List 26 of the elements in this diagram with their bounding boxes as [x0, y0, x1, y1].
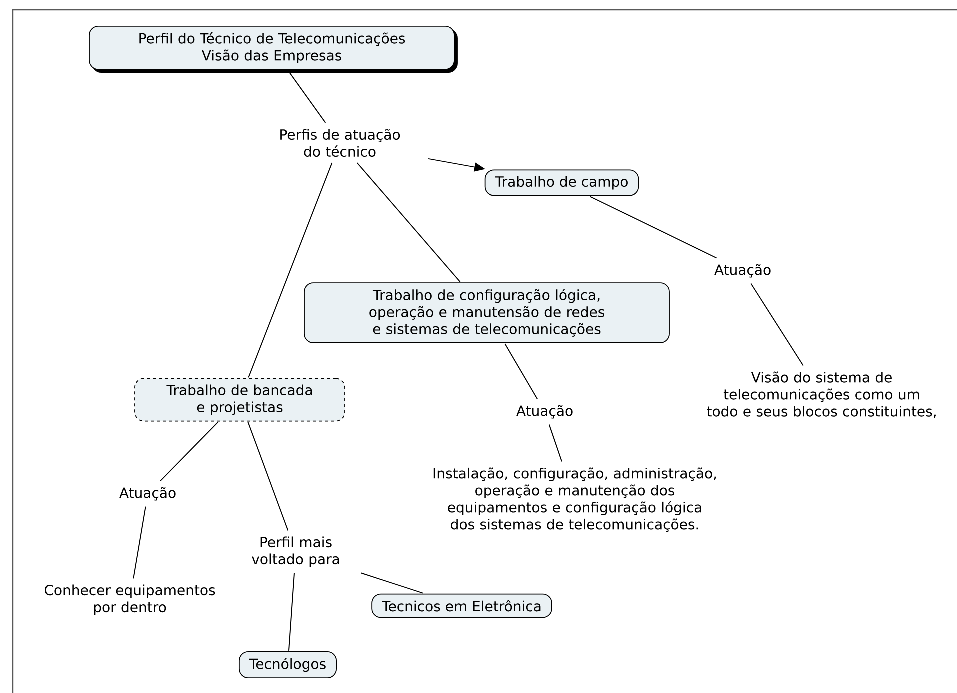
- concept-box: Perfil do Técnico de Telecomunicações Visão das Empresas: [89, 26, 458, 73]
- connector-line: [288, 70, 326, 124]
- connector-line: [504, 343, 538, 400]
- connector-line: [248, 162, 333, 378]
- concept-text: Atuação: [120, 487, 176, 501]
- concept-box: Trabalho de campo: [484, 170, 640, 196]
- concept-text: Conhecer equipamentos por dentro: [44, 584, 216, 616]
- connector-line: [360, 572, 424, 594]
- concept-text: Instalação, configuração, administração, operação e manutenção dos equipamentos e configuração lógica dos sistemas de telecomunicações.: [434, 468, 716, 532]
- concept-text: Atuação: [516, 405, 573, 419]
- connector-line: [248, 422, 289, 532]
- concept-box: Tecnicos em Eletrônica: [372, 594, 552, 618]
- connector-line: [590, 196, 718, 259]
- concept-text: Perfil mais voltado para: [252, 536, 340, 568]
- concept-box: Trabalho de configuração lógica, operação e manutensão de redes e sistemas de telecomunicações: [304, 282, 670, 344]
- connector-line: [750, 283, 804, 366]
- concept-text: Atuação: [714, 264, 771, 278]
- connector-line: [288, 572, 295, 652]
- connector-line: [133, 506, 146, 580]
- concept-box: Trabalho de bancada e projetistas: [134, 378, 346, 422]
- concept-text: Perfis de atuação do técnico: [280, 128, 400, 158]
- connector-line: [356, 162, 461, 283]
- concept-box: Tecnólogos: [239, 652, 338, 678]
- connector-line: [160, 422, 219, 482]
- concept-text: Visão do sistema de telecomunicações como um todo e seus blocos constituintes,: [707, 372, 936, 418]
- connector-line: [548, 424, 562, 462]
